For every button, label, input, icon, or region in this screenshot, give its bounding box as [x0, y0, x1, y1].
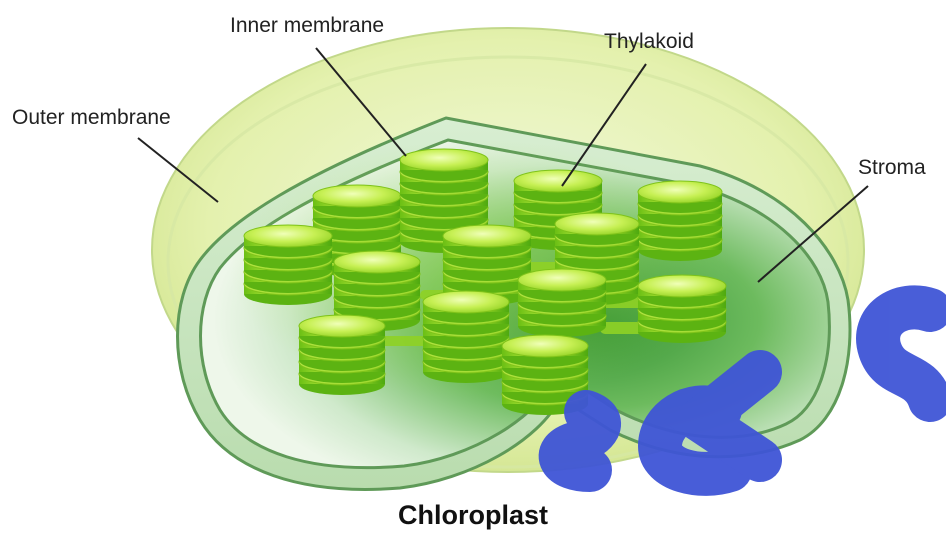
thylakoid-disc: [502, 335, 588, 357]
diagram-caption: Chloroplast: [0, 500, 946, 531]
thylakoid-stack: [518, 269, 606, 337]
thylakoid-disc: [638, 275, 726, 297]
thylakoid-disc: [313, 185, 401, 207]
thylakoid-disc: [518, 269, 606, 291]
thylakoid-disc: [299, 315, 385, 337]
thylakoid-disc: [244, 225, 332, 247]
thylakoid-disc: [638, 181, 722, 203]
thylakoid-stack: [423, 291, 509, 383]
thylakoid-disc: [334, 251, 420, 273]
thylakoid-stack: [638, 181, 722, 261]
label-thylakoid: Thylakoid: [604, 30, 694, 54]
thylakoid-disc: [400, 149, 488, 171]
thylakoid-disc: [443, 225, 531, 247]
label-inner-membrane: Inner membrane: [230, 14, 384, 38]
thylakoid-stack: [638, 275, 726, 343]
label-stroma: Stroma: [858, 156, 926, 180]
label-outer-membrane: Outer membrane: [12, 106, 171, 130]
thylakoid-stack: [299, 315, 385, 395]
thylakoid-disc: [555, 213, 639, 235]
thylakoid-disc: [514, 170, 602, 192]
thylakoid-disc: [423, 291, 509, 313]
thylakoid-stack: [244, 225, 332, 305]
